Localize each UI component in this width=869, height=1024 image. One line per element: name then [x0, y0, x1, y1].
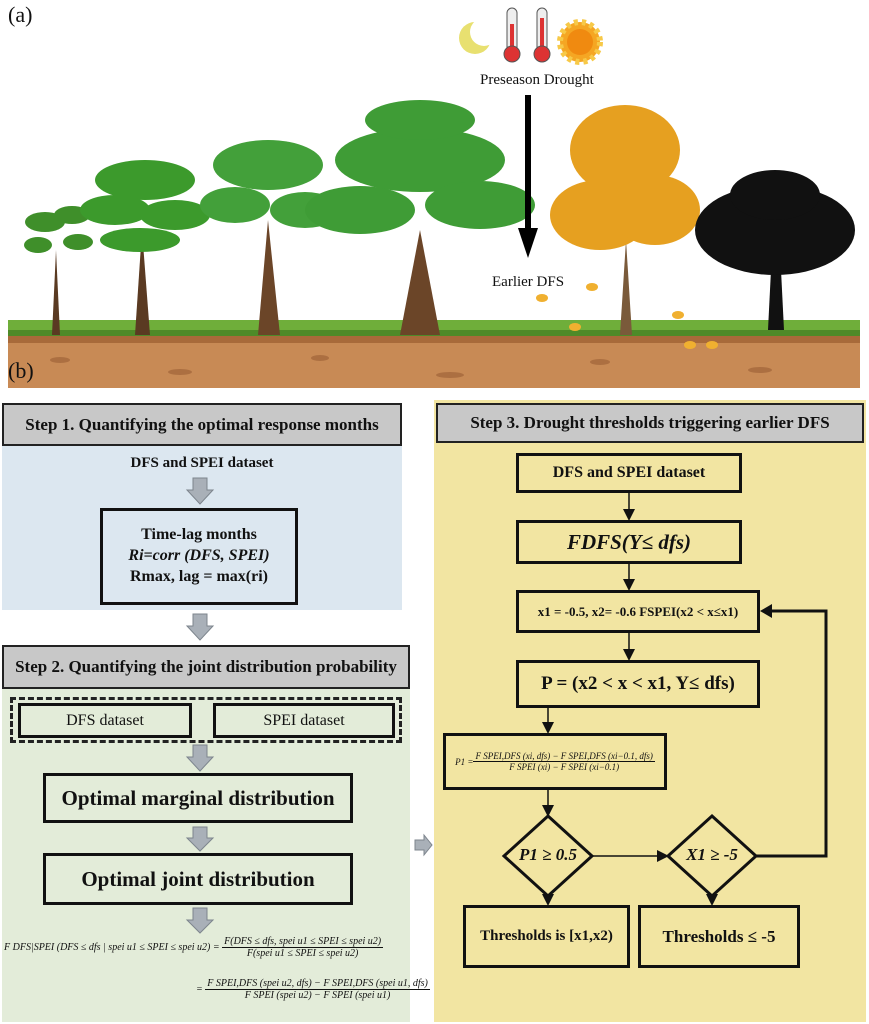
- p1-formula-box: P1 = F SPEI,DFS (xi, dfs) − F SPEI,DFS (…: [443, 733, 667, 790]
- p1-numerator: F SPEI,DFS (xi, dfs) − F SPEI,DFS (xi−0.…: [473, 751, 655, 762]
- tree-small: [24, 206, 93, 335]
- time-lag-title: Time-lag months: [141, 526, 257, 544]
- p-box: P = (x2 < x < x1, Y≤ dfs): [516, 660, 760, 708]
- formula-lhs: F DFS|SPEI (DFS ≤ dfs | spei u1 ≤ SPEI ≤…: [4, 941, 220, 953]
- step1-header: Step 1. Quantifying the optimal response…: [2, 403, 402, 446]
- step1-panel: [2, 445, 402, 610]
- dataset-group: [10, 697, 402, 743]
- tree-dead-silhouette: [695, 170, 855, 330]
- dfs-dataset-box: DFS dataset: [18, 703, 192, 738]
- marginal-distribution-box: Optimal marginal distribution: [43, 773, 353, 823]
- landscape-illustration: [8, 7, 860, 388]
- formula-denominator-1: F(spei u1 ≤ SPEI ≤ spei u2): [246, 948, 359, 959]
- step3-dataset-box: DFS and SPEI dataset: [516, 453, 742, 493]
- panel-a-label: (a): [8, 2, 33, 27]
- condition-p1: P1 ≥ 0.5: [519, 845, 577, 864]
- tree-medium: [80, 160, 210, 335]
- conditional-probability-formula: F DFS|SPEI (DFS ≤ dfs | spei u1 ≤ SPEI ≤…: [4, 936, 384, 959]
- x-init-box: x1 = -0.5, x2= -0.6 FSPEI(x2 < x≤x1): [516, 590, 760, 633]
- p1-denominator: F SPEI (xi) − F SPEI (xi−0.1): [509, 762, 620, 772]
- step2-header: Step 2. Quantifying the joint distributi…: [2, 645, 410, 689]
- step1-dataset-label: DFS and SPEI dataset: [130, 455, 274, 471]
- condition-x1: X1 ≥ -5: [686, 845, 738, 864]
- joint-distribution-box: Optimal joint distribution: [43, 853, 353, 905]
- p1-lhs: P1 =: [455, 756, 474, 767]
- spei-dataset-box: SPEI dataset: [213, 703, 395, 738]
- formula-numerator-2: F SPEI,DFS (spei u2, dfs) − F SPEI,DFS (…: [205, 978, 430, 990]
- max-formula: Rmax, lag = max(ri): [130, 567, 268, 585]
- thermometer-icon: [533, 7, 551, 63]
- tree-largest: [305, 100, 535, 335]
- time-lag-box: Time-lag months Ri=corr (DFS, SPEI) Rmax…: [100, 508, 298, 605]
- fdfs-box: FDFS(Y≤ dfs): [516, 520, 742, 564]
- threshold-result-box: Thresholds is [x1,x2): [463, 905, 630, 968]
- earlier-dfs-label: Earlier DFS: [492, 274, 565, 290]
- formula-numerator-1: F(DFS ≤ dfs, spei u1 ≤ SPEI ≤ spei u2): [222, 936, 384, 948]
- formula-denominator-2: F SPEI (spei u2) − F SPEI (spei u1): [244, 990, 391, 1001]
- block-arrow-right: [414, 833, 433, 857]
- conditional-probability-formula-2: = F SPEI,DFS (spei u2, dfs) − F SPEI,DFS…: [196, 978, 430, 1001]
- thermometer-icon: [503, 7, 521, 63]
- block-arrow: [185, 613, 215, 641]
- tree-autumn: [536, 105, 718, 349]
- panel-b-label: (b): [8, 358, 34, 383]
- soil: [8, 335, 860, 388]
- preseason-drought-label: Preseason Drought: [480, 72, 594, 88]
- moon-icon: [459, 18, 498, 54]
- drought-arrow: [518, 95, 538, 258]
- sun-icon: [557, 19, 603, 65]
- step3-header: Step 3. Drought thresholds triggering ea…: [436, 403, 864, 443]
- corr-formula: Ri=corr (DFS, SPEI): [128, 547, 270, 565]
- threshold-min-box: Thresholds ≤ -5: [638, 905, 800, 968]
- tree-large: [200, 140, 340, 335]
